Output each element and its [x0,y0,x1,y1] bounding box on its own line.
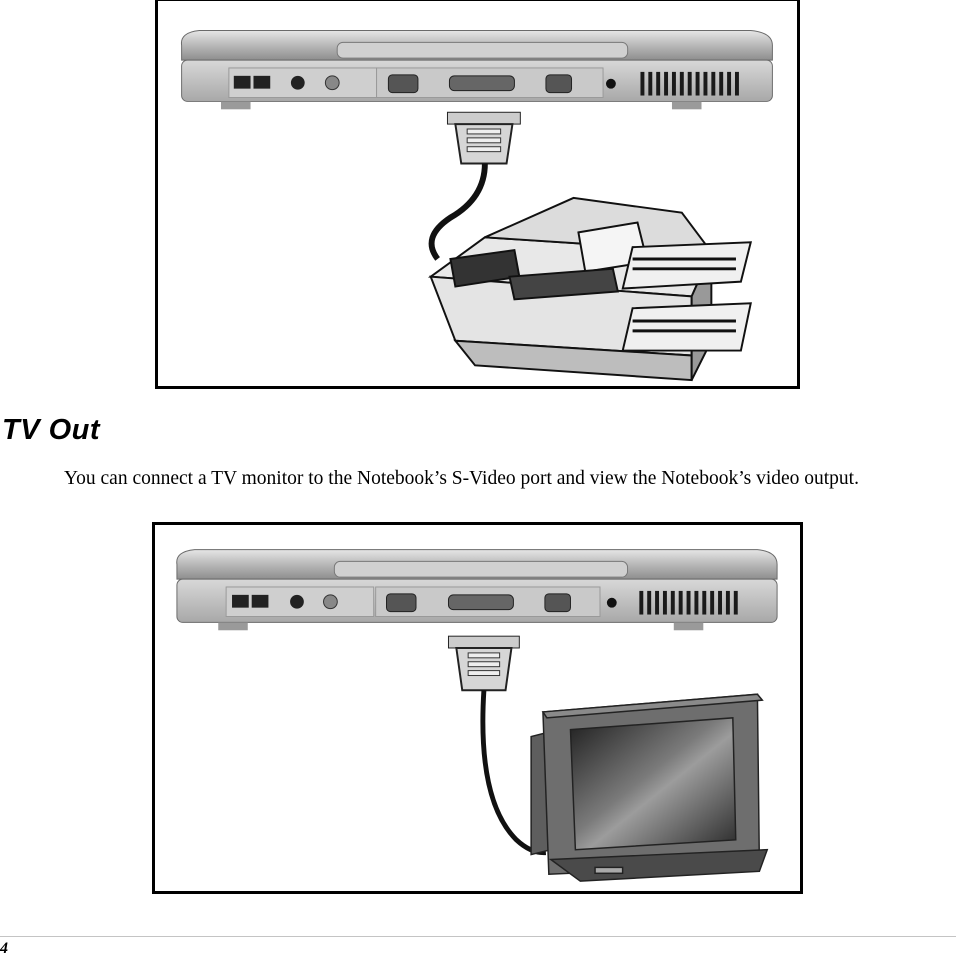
tv-monitor [530,693,769,882]
parallel-cable [428,111,521,261]
footer-divider [0,936,956,937]
section-body-text: You can connect a TV monitor to the Note… [64,468,859,489]
notebook-tv-illustration [176,549,778,882]
notebook-rear-panel [180,30,773,110]
section-heading: TV Out [2,414,101,446]
notebook-fax-illustration [180,30,773,382]
fax-machine [427,196,753,382]
notebook-rear-panel [176,549,778,631]
figure-notebook-fax [155,0,800,389]
figure-notebook-tv [152,522,803,894]
page-number: 4 [0,940,8,957]
